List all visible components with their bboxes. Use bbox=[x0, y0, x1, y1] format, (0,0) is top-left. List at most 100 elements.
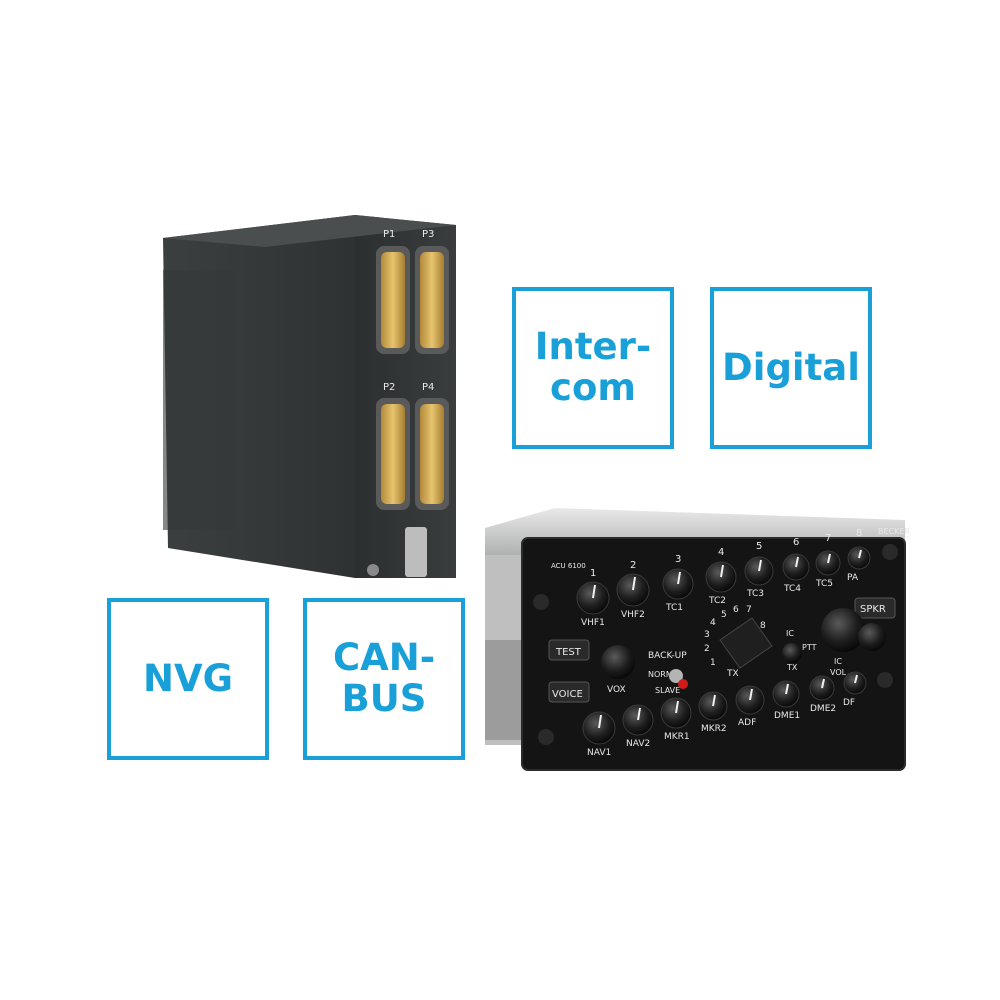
screw-icon bbox=[882, 544, 898, 560]
knob-pointer-icon bbox=[720, 564, 724, 578]
spkr-button: SPKR bbox=[854, 597, 896, 619]
channel-label: DME1 bbox=[774, 711, 800, 721]
vol-label: VOL bbox=[830, 668, 847, 677]
connector-p1: P1 bbox=[376, 229, 410, 354]
slave-label: SLAVE bbox=[655, 686, 680, 695]
knob-pointer-icon bbox=[677, 571, 681, 585]
knob-pointer-icon bbox=[675, 700, 679, 714]
selector-number: 4 bbox=[710, 618, 716, 628]
knob-pointer-icon bbox=[785, 683, 789, 695]
backup-toggle-switch bbox=[669, 669, 683, 683]
norm-label: NORM bbox=[648, 670, 673, 679]
channel-label: TC4 bbox=[783, 584, 801, 594]
channel-number: 4 bbox=[718, 547, 724, 558]
knob-pointer-icon bbox=[858, 549, 862, 559]
model-label: ACU 6100 bbox=[551, 562, 586, 570]
nvg-feature-label: NVG bbox=[143, 656, 233, 700]
channel-label: TC1 bbox=[665, 603, 683, 613]
connectors: P1 P3 P2 P4 bbox=[376, 229, 449, 510]
knob-pointer-icon bbox=[632, 576, 636, 591]
channel-label: DME2 bbox=[810, 704, 836, 714]
voice-button: VOICE bbox=[548, 681, 590, 703]
backup-label: BACK-UP bbox=[648, 651, 687, 661]
channel-volume-knob bbox=[616, 573, 650, 607]
ptt-switch bbox=[782, 643, 802, 663]
knob-pointer-icon bbox=[749, 688, 753, 701]
channel-volume-knob bbox=[698, 691, 728, 721]
channel-label: NAV1 bbox=[587, 748, 611, 758]
channel-volume-knob bbox=[705, 561, 737, 593]
ground-stud-icon bbox=[367, 564, 379, 576]
channel-volume-knob bbox=[662, 568, 694, 600]
ic-label: IC bbox=[786, 629, 794, 638]
screw-icon bbox=[538, 729, 554, 745]
channel-volume-knob bbox=[782, 553, 810, 581]
remote-electronic-unit: P1 P3 P2 P4 bbox=[163, 215, 456, 578]
vox-label: VOX bbox=[607, 685, 626, 695]
channel-label: TC2 bbox=[708, 596, 726, 606]
channel-label: TC3 bbox=[746, 589, 764, 599]
intercom-feature-label: Inter- com bbox=[534, 325, 652, 409]
canbus-feature-box: CAN- BUS bbox=[303, 598, 465, 760]
tx-selector-knob bbox=[719, 617, 773, 669]
channel-number: 8 bbox=[856, 528, 862, 539]
tx-label: TX bbox=[726, 669, 739, 679]
selector-number: 8 bbox=[760, 621, 766, 631]
knob-pointer-icon bbox=[854, 674, 858, 684]
channel-volume-knob bbox=[735, 685, 765, 715]
channel-number: 1 bbox=[590, 568, 596, 579]
channel-volume-knob bbox=[744, 556, 774, 586]
selector-number: 2 bbox=[704, 644, 710, 654]
selector-number: 1 bbox=[710, 658, 716, 668]
channel-volume-knob bbox=[847, 546, 871, 570]
knob-pointer-icon bbox=[795, 556, 799, 568]
knob-pointer-icon bbox=[637, 707, 641, 721]
nvg-feature-box: NVG bbox=[107, 598, 269, 760]
selector-number: 5 bbox=[721, 610, 727, 620]
knob-pointer-icon bbox=[598, 714, 602, 729]
svg-text:TEST: TEST bbox=[555, 647, 582, 658]
speaker-volume-knob bbox=[858, 623, 886, 651]
tx-switch-label: TX bbox=[786, 663, 798, 672]
audio-control-panel: BECKER ACU 6100 1VHF12VHF23TC14TC25TC36T… bbox=[485, 508, 910, 771]
ptt-label: PTT bbox=[802, 643, 817, 652]
test-button: TEST bbox=[548, 639, 590, 661]
channel-volume-knob bbox=[660, 697, 692, 729]
channel-label: DF bbox=[843, 698, 855, 708]
connector-label: P3 bbox=[422, 229, 434, 240]
channel-number: 3 bbox=[675, 554, 681, 565]
ic-volume-knob bbox=[821, 608, 865, 652]
svg-text:SPKR: SPKR bbox=[860, 604, 886, 615]
mounting-bracket bbox=[405, 527, 427, 577]
channel-number: 2 bbox=[630, 560, 636, 571]
connector-label: P4 bbox=[422, 382, 434, 393]
ic-vol-label: IC bbox=[834, 657, 842, 666]
selector-number: 7 bbox=[746, 605, 752, 615]
channel-volume-knob bbox=[843, 671, 867, 695]
channel-label: TC5 bbox=[815, 579, 833, 589]
channel-number: 6 bbox=[793, 537, 799, 548]
digital-feature-label: Digital bbox=[722, 345, 860, 389]
connector-p2: P2 bbox=[376, 382, 410, 510]
selector-number: 6 bbox=[733, 605, 739, 615]
knob-pointer-icon bbox=[827, 553, 831, 564]
channel-volume-knob bbox=[576, 581, 610, 615]
channel-label: MKR2 bbox=[701, 724, 727, 734]
channel-number: 7 bbox=[825, 533, 831, 544]
vox-knob bbox=[601, 645, 635, 679]
channel-volume-knob bbox=[772, 680, 800, 708]
digital-feature-box: Digital bbox=[710, 287, 872, 449]
canbus-feature-label: CAN- BUS bbox=[332, 636, 436, 720]
channel-volume-knob bbox=[582, 711, 616, 745]
intercom-feature-box: Inter- com bbox=[512, 287, 674, 449]
connector-label: P2 bbox=[383, 382, 395, 393]
knob-pointer-icon bbox=[758, 559, 762, 572]
connector-p3: P3 bbox=[415, 229, 449, 354]
channel-label: NAV2 bbox=[626, 739, 650, 749]
knob-pointer-icon bbox=[821, 678, 825, 689]
screw-icon bbox=[877, 672, 893, 688]
channel-label: MKR1 bbox=[664, 732, 690, 742]
channel-label: VHF1 bbox=[581, 618, 605, 628]
